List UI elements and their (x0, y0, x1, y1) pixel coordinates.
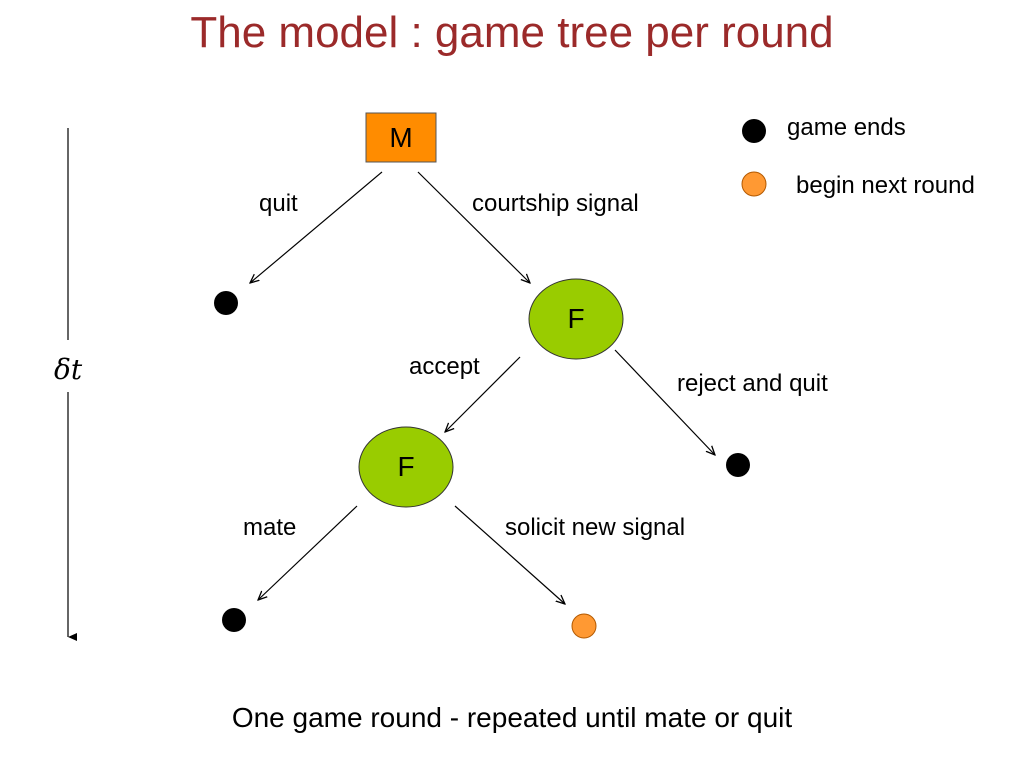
diagram-caption: One game round - repeated until mate or … (231, 702, 793, 733)
edge-label-mate: mate (243, 514, 297, 541)
game-end-dot-mate (222, 608, 246, 632)
female-node-1 (528, 278, 624, 360)
game-end-dot-quit (214, 291, 238, 315)
edge-label-quit: quit (259, 190, 298, 217)
male-node-label: M (389, 122, 413, 153)
edge-mate (258, 505, 358, 600)
female-node-2 (358, 426, 454, 508)
edge-solicit-new-signal (454, 505, 565, 604)
edge-reject-and-quit (614, 349, 715, 455)
edge-label-reject-and-quit: reject and quit (677, 370, 828, 397)
legend-next-round-dot (741, 171, 767, 197)
game-end-dot-reject (726, 453, 750, 477)
edge-accept (445, 356, 521, 432)
legend-game-ends-label: game ends (787, 114, 906, 141)
edge-label-solicit-new-signal: solicit new signal (505, 514, 686, 541)
edge-quit (250, 171, 383, 283)
legend-game-ends-dot (742, 119, 766, 143)
edge-courtship-signal (417, 171, 530, 283)
time-axis-label: δt (54, 353, 83, 386)
page-title: The model : game tree per round (190, 8, 834, 57)
legend-next-round-label: begin next round (796, 172, 975, 199)
female-node-2-label: F (397, 451, 415, 482)
edge-label-courtship-signal: courtship signal (472, 190, 639, 217)
male-node (365, 112, 437, 163)
female-node-1-label: F (567, 303, 585, 334)
next-round-dot (571, 613, 597, 639)
edge-label-accept: accept (409, 353, 480, 380)
